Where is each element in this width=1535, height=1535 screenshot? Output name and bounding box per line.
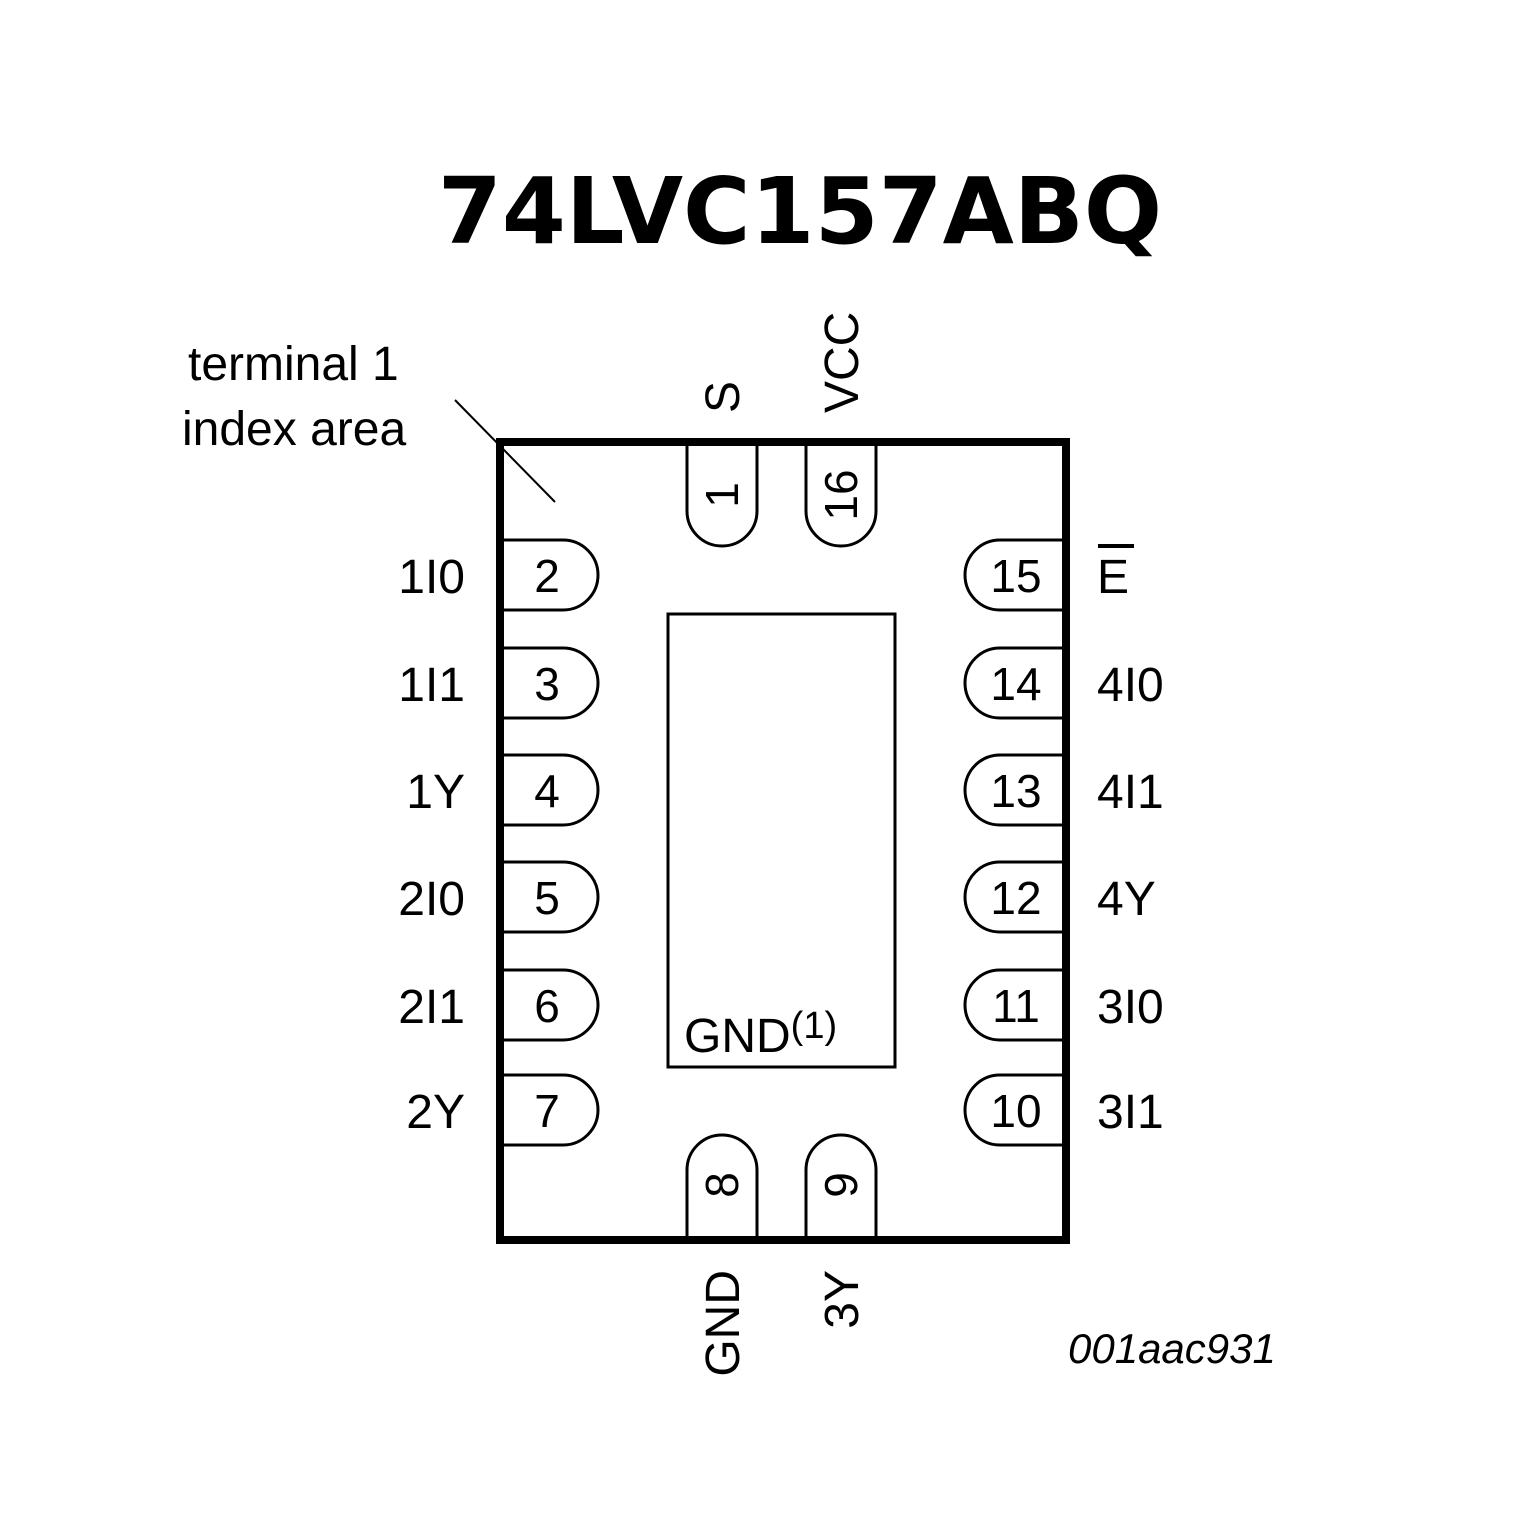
pin-name: 1Y	[406, 766, 465, 819]
pin-name: 4I1	[1097, 766, 1164, 819]
pin-name: E	[1097, 551, 1129, 604]
pin-pad	[504, 860, 600, 934]
pin-number: 12	[990, 872, 1041, 924]
pin-pad	[504, 968, 600, 1042]
pin-name: S	[697, 381, 750, 413]
pin-number: 6	[534, 980, 560, 1032]
pin-number: 7	[534, 1085, 560, 1137]
pin-name: 3I1	[1097, 1086, 1164, 1139]
drawing-code: 001aac931	[1068, 1325, 1276, 1372]
pin-number: 16	[815, 469, 867, 520]
pin-4: 4 1Y	[406, 753, 600, 827]
exposed-pad	[666, 612, 897, 1069]
pin-12: 12 4Y	[963, 860, 1156, 934]
pin-14: 14 4I0	[963, 646, 1164, 720]
pin-pad	[963, 968, 1062, 1042]
pin-pad	[504, 646, 600, 720]
pin-pad	[963, 1073, 1062, 1147]
pin-name: 3I0	[1097, 981, 1164, 1034]
pin-2: 2 1I0	[398, 538, 600, 612]
pin-name: 2I1	[398, 981, 465, 1034]
pin-pad	[685, 446, 759, 548]
pin-name: 1I0	[398, 551, 465, 604]
pin-pad	[963, 646, 1062, 720]
pin-pad	[685, 1133, 759, 1236]
pin-pad	[504, 1073, 600, 1147]
pin-3: 3 1I1	[398, 646, 600, 720]
pin-13: 13 4I1	[963, 753, 1164, 827]
pin-pad	[963, 538, 1062, 612]
pin-5: 5 2I0	[398, 860, 600, 934]
pin-16: 16 VCC	[804, 312, 878, 548]
pin-number: 5	[534, 872, 560, 924]
index-leader-line	[454, 399, 556, 503]
pin-name: GND	[697, 1270, 750, 1377]
pin-number: 1	[696, 482, 748, 508]
pin-pad	[504, 753, 600, 827]
pin-number: 8	[696, 1172, 748, 1198]
package-outline	[496, 438, 1070, 1244]
pin-number: 11	[992, 980, 1040, 1032]
part-title: 74LVC157ABQ	[438, 158, 1162, 265]
pin-pad	[963, 860, 1062, 934]
pin-number: 15	[990, 550, 1041, 602]
pin-name: 4I0	[1097, 659, 1164, 712]
pin-name: 2I0	[398, 873, 465, 926]
pin-pad	[804, 446, 878, 548]
pin-7: 7 2Y	[406, 1073, 600, 1147]
pin-pad	[504, 538, 600, 612]
pin-number: 14	[990, 658, 1041, 710]
pin-number: 13	[990, 765, 1041, 817]
pin-number: 4	[534, 765, 560, 817]
pin-9: 9 3Y	[804, 1133, 878, 1329]
pin-name: 3Y	[816, 1270, 869, 1329]
pin-number: 10	[990, 1085, 1041, 1137]
exposed-pad-label: GND(1)	[684, 1005, 837, 1063]
pin-number: 2	[534, 550, 560, 602]
index-note-line2: index area	[182, 403, 406, 456]
index-note-line1: terminal 1	[188, 338, 399, 391]
pin-6: 6 2I1	[398, 968, 600, 1042]
pin-number: 9	[815, 1172, 867, 1198]
pin-pad	[963, 753, 1062, 827]
pin-number: 3	[534, 658, 560, 710]
pin-name: 2Y	[406, 1086, 465, 1139]
pin-name: VCC	[816, 312, 869, 413]
pin-11: 11 3I0	[963, 968, 1164, 1042]
pin-1: 1S	[685, 381, 759, 548]
pin-10: 10 3I1	[963, 1073, 1164, 1147]
pin-name: 4Y	[1097, 873, 1156, 926]
pin-name: 1I1	[398, 659, 465, 712]
pin-15: 15 E	[963, 538, 1134, 612]
pin-pad	[804, 1133, 878, 1236]
